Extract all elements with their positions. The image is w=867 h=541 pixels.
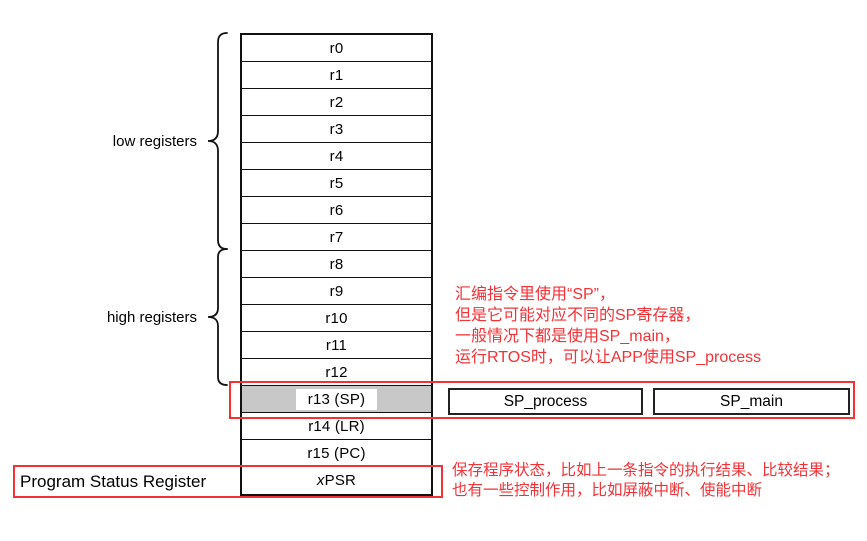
register-row-r2: r2 — [242, 89, 431, 116]
register-label: r0 — [329, 39, 344, 57]
register-row-r7: r7 — [242, 224, 431, 251]
program-status-register-label: Program Status Register — [20, 472, 207, 491]
register-label-suffix: PSR — [324, 472, 357, 489]
register-row-r9: r9 — [242, 278, 431, 305]
sp-annotation-line: 一般情况下都是使用SP_main， — [455, 328, 680, 345]
register-label: r2 — [329, 93, 344, 111]
sp-main-box: SP_main — [653, 388, 850, 415]
register-row-r3: r3 — [242, 116, 431, 143]
psr-annotation: 保存程序状态，比如上一条指令的执行结果、比较结果； 也有一些控制作用，比如屏蔽中… — [452, 461, 840, 500]
low-registers-brace — [207, 32, 228, 250]
register-label: r10 — [325, 309, 348, 327]
register-label: r12 — [325, 363, 348, 381]
register-row-r0: r0 — [242, 35, 431, 62]
register-row-r12: r12 — [242, 359, 431, 386]
register-label: r6 — [329, 201, 344, 219]
register-row-r1: r1 — [242, 62, 431, 89]
sp-process-label: SP_process — [503, 392, 588, 410]
register-stack: r0 r1 r2 r3 r4 r5 r6 r7 r8 r9 r10 r11 r1… — [240, 33, 433, 496]
register-label: r5 — [329, 174, 344, 192]
register-label: r14 (LR) — [308, 417, 365, 435]
high-registers-label: high registers — [106, 309, 197, 326]
register-row-r11: r11 — [242, 332, 431, 359]
register-label-prefix: x — [316, 472, 325, 489]
sp-process-box: SP_process — [448, 388, 643, 415]
sp-annotation-line: 但是它可能对应不同的SP寄存器， — [455, 307, 701, 324]
high-registers-brace — [207, 248, 228, 386]
register-row-r4: r4 — [242, 143, 431, 170]
register-label: r9 — [329, 282, 344, 300]
register-row-r6: r6 — [242, 197, 431, 224]
sp-annotation-line: 运行RTOS时，可以让APP使用SP_process — [455, 349, 762, 366]
sp-annotation-line: 汇编指令里使用“SP”， — [455, 286, 616, 303]
psr-annotation-line: 也有一些控制作用，比如屏蔽中断、使能中断 — [452, 481, 763, 499]
register-label: r8 — [329, 255, 344, 273]
register-row-r14-lr: r14 (LR) — [242, 413, 431, 440]
psr-annotation-line: 保存程序状态，比如上一条指令的执行结果、比较结果； — [452, 462, 840, 479]
register-label: r3 — [329, 120, 344, 138]
low-registers-label: low registers — [112, 133, 197, 150]
register-label: r15 (PC) — [307, 444, 366, 462]
register-label: r11 — [325, 336, 348, 354]
register-row-r13-sp: r13 (SP) — [242, 386, 431, 413]
register-label: r7 — [329, 228, 344, 246]
register-row-r15-pc: r15 (PC) — [242, 440, 431, 467]
register-row-r5: r5 — [242, 170, 431, 197]
register-label: r1 — [329, 66, 344, 84]
sp-annotation: 汇编指令里使用“SP”， 但是它可能对应不同的SP寄存器， 一般情况下都是使用S… — [455, 284, 761, 368]
sp-main-label: SP_main — [720, 392, 783, 410]
register-label: r4 — [329, 147, 344, 165]
register-row-r8: r8 — [242, 251, 431, 278]
register-label: r13 (SP) — [295, 388, 378, 410]
register-row-r10: r10 — [242, 305, 431, 332]
